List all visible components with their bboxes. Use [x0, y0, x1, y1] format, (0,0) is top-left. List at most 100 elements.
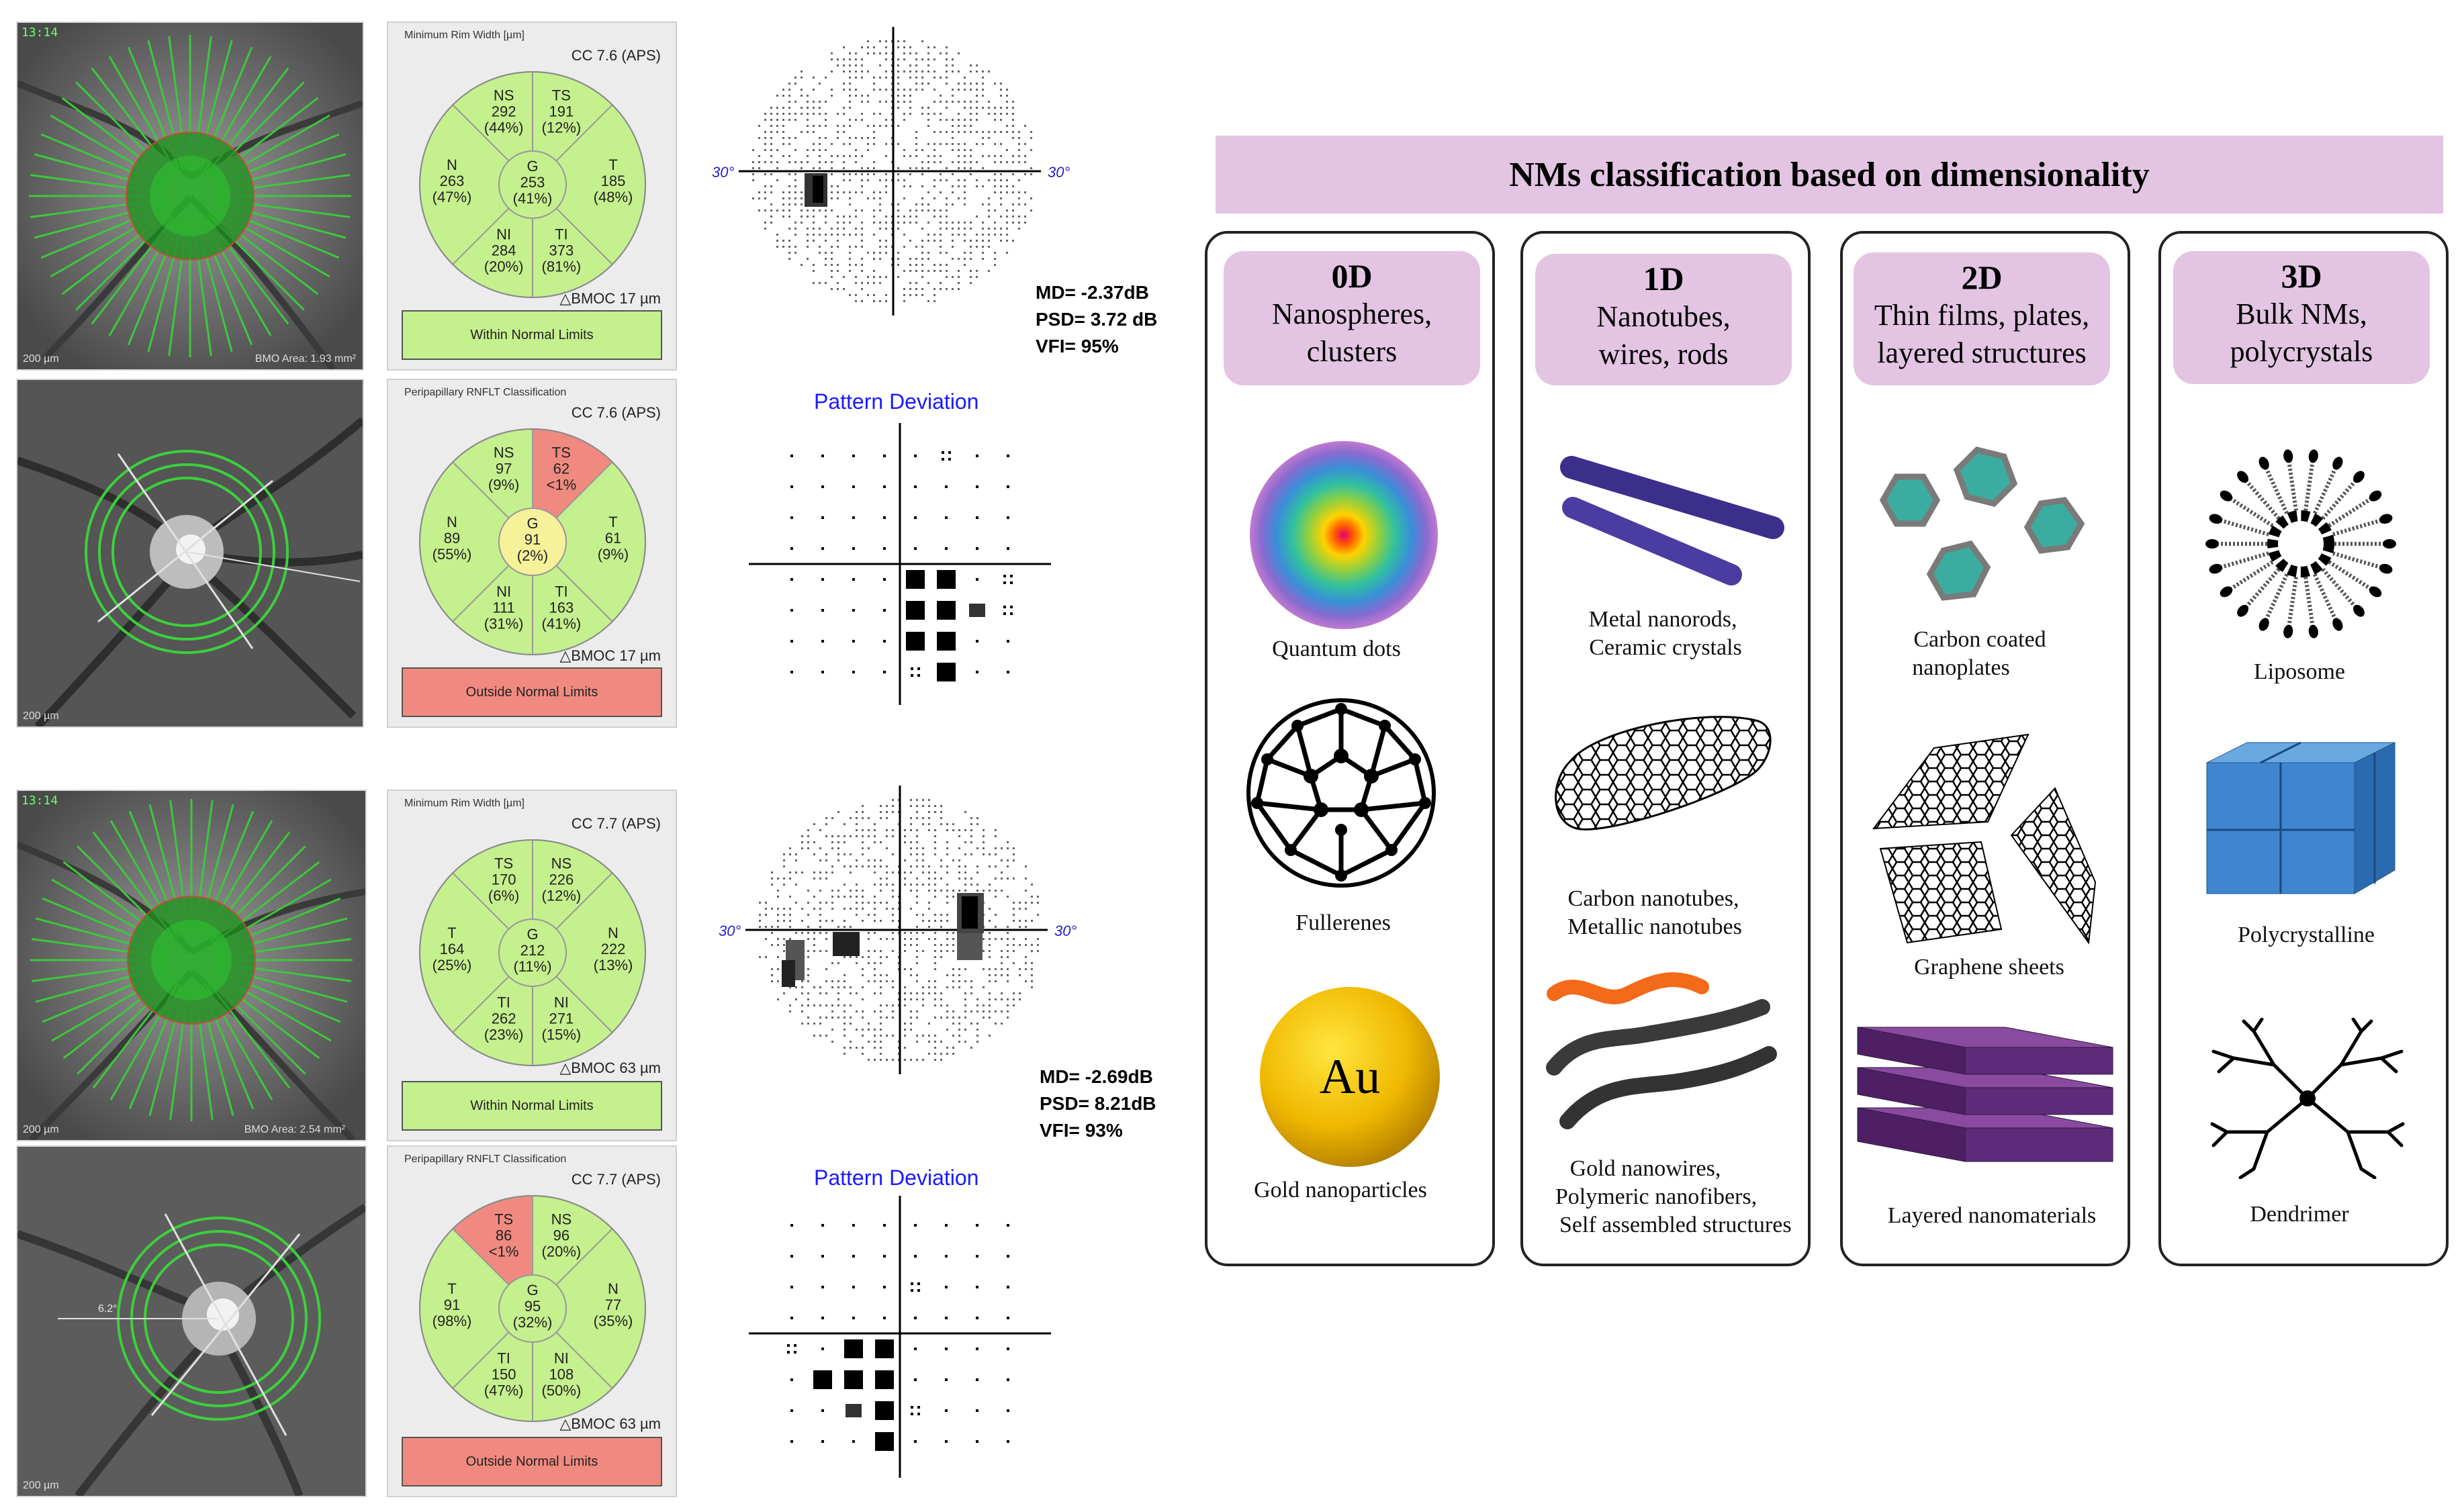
vf-dot	[764, 222, 766, 224]
vf-dot	[970, 107, 972, 109]
vf-dot	[928, 829, 930, 831]
sector-ni-text: NI	[554, 1350, 569, 1366]
vf-dot	[1013, 944, 1015, 946]
vf-dot	[856, 865, 858, 867]
sector-n-text: N	[447, 514, 457, 530]
vf-dot	[868, 980, 870, 982]
vf-dot	[892, 811, 894, 813]
vf-dot	[976, 83, 978, 85]
vf-dot	[982, 131, 984, 133]
vf-dot	[940, 282, 942, 284]
sector-t-text: T	[447, 1280, 456, 1297]
vf-dot	[879, 77, 881, 79]
pd-symbol	[852, 671, 855, 673]
vf-dot	[819, 986, 821, 988]
vf-dot	[903, 216, 905, 218]
sector-ns-text: NS	[551, 855, 572, 872]
vf-dot	[964, 161, 966, 163]
vf-dot	[855, 64, 857, 66]
vf-dot	[873, 137, 875, 139]
vf-dot	[897, 46, 899, 48]
vf-dot	[868, 859, 870, 861]
vf-dot	[886, 908, 888, 910]
vf-dot	[801, 209, 803, 211]
vf-dot	[897, 203, 899, 205]
vf-dot	[1012, 161, 1014, 163]
vf-dot	[795, 853, 797, 855]
pd-symbol	[911, 1282, 913, 1285]
vf-dot	[934, 968, 936, 970]
vf-dot	[801, 932, 803, 934]
vf-dot	[782, 131, 784, 133]
vf-dot	[927, 222, 929, 224]
vf-dot	[813, 222, 815, 224]
pd-symbol	[948, 458, 951, 461]
vf-dot	[788, 137, 790, 139]
vf-dot	[843, 83, 845, 85]
vf-dot	[873, 46, 875, 48]
vf-dot	[952, 143, 954, 145]
lipid-head	[2220, 490, 2233, 502]
vf-dot	[831, 161, 833, 163]
vf-dot	[771, 884, 773, 886]
vf-dot	[886, 938, 888, 940]
vf-dot	[904, 944, 906, 946]
scale-bar: 200 µm	[23, 353, 59, 365]
pd-symbol	[852, 609, 855, 612]
vf-dot	[874, 871, 876, 873]
vf-dot	[789, 878, 791, 880]
vf-dot	[897, 167, 899, 169]
pd-symbol	[790, 1224, 793, 1227]
vf-dot	[994, 209, 996, 211]
vf-dot	[976, 101, 978, 103]
vf-dot	[867, 149, 869, 151]
vf-dot	[837, 228, 839, 230]
vf-dot	[916, 896, 918, 898]
vf-dot	[970, 992, 972, 994]
vf-dot	[1018, 161, 1020, 163]
vf-dot	[1006, 191, 1008, 193]
vf-dot	[789, 938, 791, 940]
vf-dot	[970, 829, 972, 831]
vf-dot	[910, 932, 912, 934]
vf-dot	[958, 986, 960, 988]
vf-dot	[879, 240, 881, 242]
vf-dot	[783, 859, 785, 861]
lipid-head	[2209, 514, 2223, 524]
vf-dot	[934, 938, 936, 940]
vf-dot	[752, 179, 754, 181]
vf-dot	[782, 240, 784, 242]
vf-dot	[837, 1017, 839, 1019]
pd-symbol	[794, 1344, 796, 1347]
vf-dot	[862, 1047, 864, 1049]
vf-dot	[783, 992, 785, 994]
vf-dot	[885, 179, 887, 181]
vf-dot	[831, 191, 833, 193]
vf-dot	[795, 932, 797, 934]
vf-dot	[813, 234, 815, 236]
vf-dot	[856, 884, 858, 886]
vf-dot	[1024, 173, 1026, 175]
vf-dot	[892, 908, 894, 910]
sector-ns-text: NS	[494, 444, 514, 461]
vf-dot	[843, 884, 846, 886]
vf-dot	[952, 1047, 954, 1049]
pd-symbol	[883, 455, 886, 457]
vf-dot	[843, 1047, 846, 1049]
vf-dot	[976, 890, 978, 892]
dim-desc-line1: Nanospheres,	[1271, 297, 1432, 330]
vf-dot	[910, 841, 912, 843]
vf-dot	[964, 1017, 966, 1019]
vf-dot	[916, 1041, 918, 1043]
vf-dot	[904, 938, 906, 940]
vf-dot	[940, 823, 942, 825]
vf-dot	[909, 155, 911, 157]
vf-dot	[916, 926, 918, 928]
vf-dot	[831, 847, 833, 849]
vf-dot	[873, 77, 875, 79]
vf-dot	[788, 161, 790, 163]
sector-ti-text: 163	[549, 599, 574, 616]
vf-dot	[856, 896, 858, 898]
vf-dot	[770, 131, 772, 133]
vf-dot	[831, 841, 833, 843]
